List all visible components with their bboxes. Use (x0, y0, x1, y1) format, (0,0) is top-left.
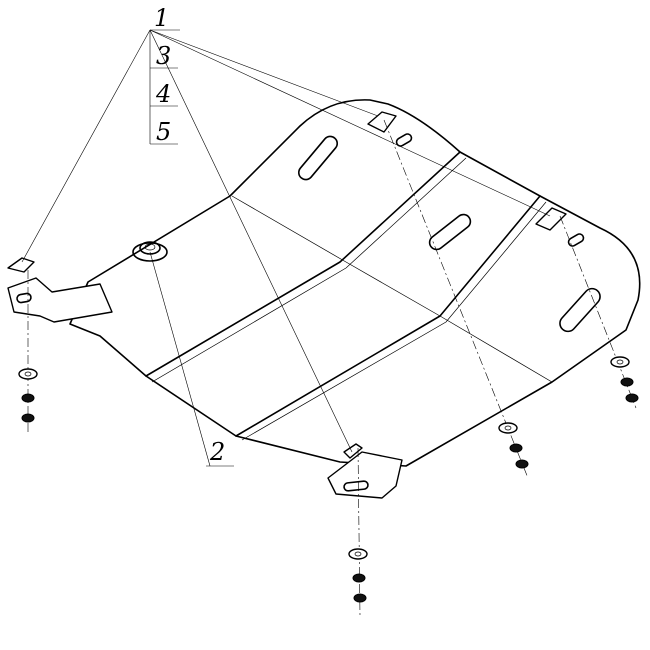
callout-2: 2 (149, 251, 234, 467)
callout-label-1: 1 (154, 4, 169, 32)
fastener-set-left (18, 368, 38, 423)
fastener-set-middle (498, 422, 529, 469)
callout-stack: 1 3 4 5 (149, 4, 180, 146)
callout-label-5: 5 (156, 118, 171, 146)
callout-label-2: 2 (209, 438, 225, 466)
plate-slots (297, 133, 601, 333)
left-bracket (7, 257, 113, 323)
grommet (132, 241, 168, 262)
fastener-set-right (610, 356, 639, 403)
top-bracket (367, 111, 567, 231)
fastener-set-front (348, 548, 368, 603)
fastener-axes (27, 119, 637, 617)
callout-1-leaders (21, 29, 551, 453)
front-bracket (327, 443, 403, 499)
callout-label-4: 4 (155, 80, 171, 108)
skid-plate-outline (69, 99, 641, 467)
plate-bends (145, 151, 553, 441)
callout-label-3: 3 (156, 42, 171, 70)
